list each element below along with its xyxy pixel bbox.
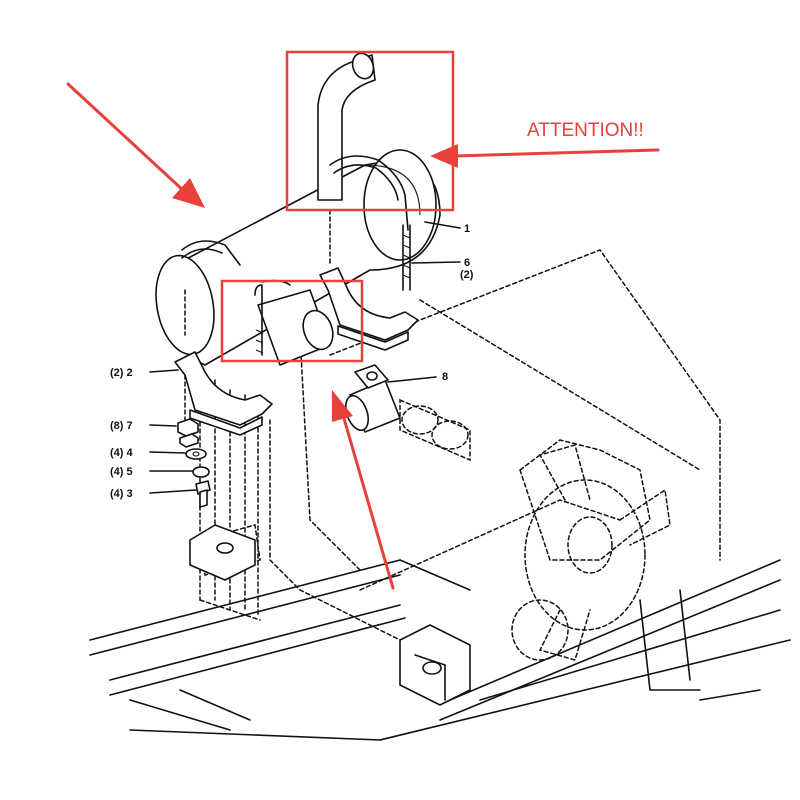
- callout-5: (4) 5: [110, 466, 133, 478]
- callout-2: (2) 2: [110, 367, 133, 379]
- hardware: [177, 418, 211, 508]
- u-bolts: [181, 155, 411, 356]
- arrow-to-tailpipe-box: [430, 144, 660, 168]
- highlight-box-tailpipe: [285, 50, 455, 212]
- callout-leaders: [149, 221, 461, 494]
- arrow-to-outlet-pipe: [332, 390, 395, 590]
- callout-6: 6: [464, 257, 470, 269]
- callout-4: (4) 4: [110, 447, 134, 459]
- attention-label: ATTENTION!!: [527, 120, 644, 141]
- callout-labels: 1 6 (2) 8 (2) 2 (8) 7 (4) 4 (4) 5 (4) 3: [110, 223, 474, 500]
- muffler: [155, 149, 441, 366]
- callout-6-qty: (2): [460, 269, 474, 281]
- chassis-frame: [89, 524, 791, 741]
- outlet-pipe: [257, 289, 334, 366]
- highlight-box-outlet-pipe: [220, 279, 364, 363]
- red-annotations: ATTENTION!!: [66, 50, 660, 590]
- callout-8: 8: [442, 371, 448, 383]
- pipe-clamp: [344, 364, 401, 433]
- callout-3: (4) 3: [110, 488, 133, 500]
- brackets: [174, 267, 419, 441]
- callout-1: 1: [464, 223, 470, 235]
- callout-7: (8) 7: [110, 420, 133, 432]
- arrow-to-muffler: [66, 82, 205, 208]
